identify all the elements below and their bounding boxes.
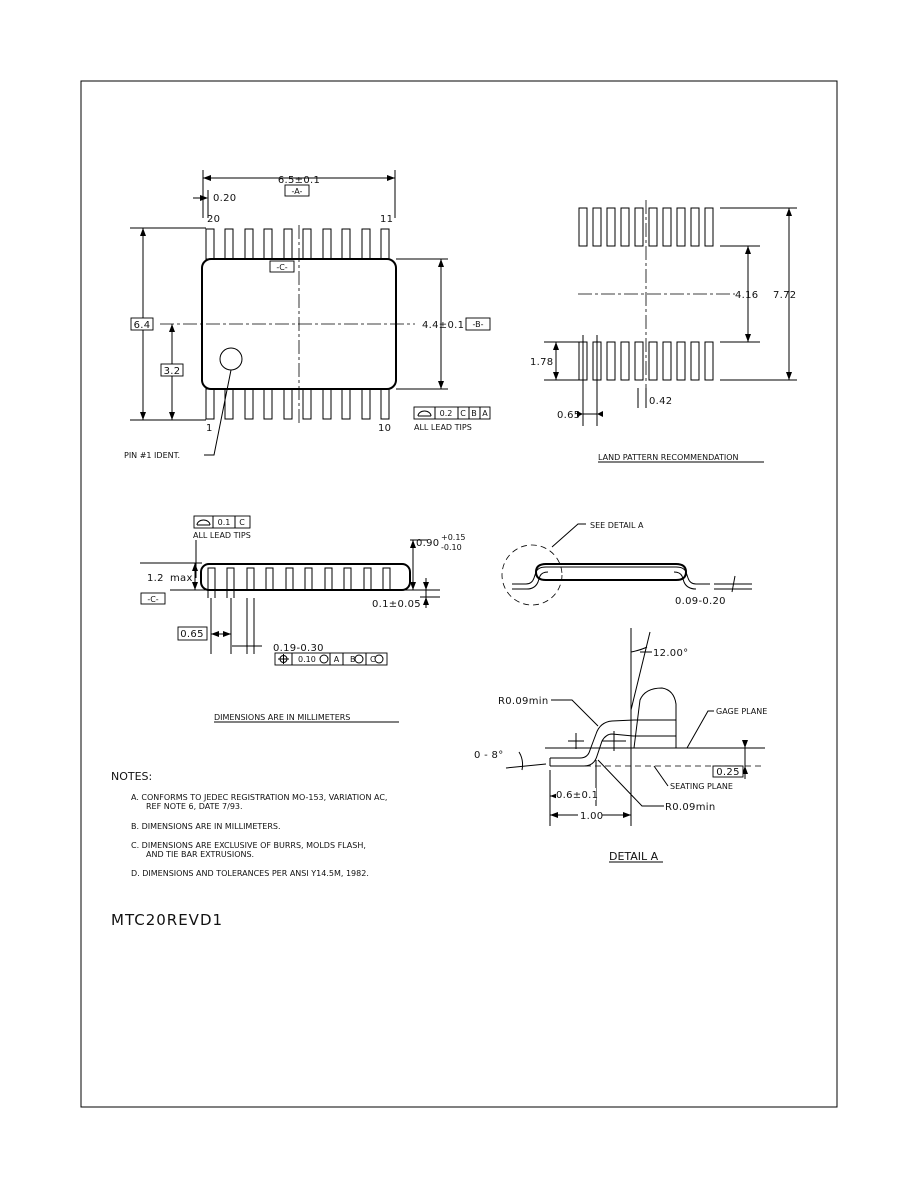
drawing-frame bbox=[80, 80, 838, 1108]
fcf-cell-1: 0.2 bbox=[440, 409, 453, 418]
gage-height-label: 0.25 bbox=[716, 767, 739, 778]
side-fcf-cell-2: C bbox=[239, 518, 245, 527]
standoff-base-label: 0.90 bbox=[416, 538, 439, 549]
side-fcf-cell-1: 0.1 bbox=[218, 518, 231, 527]
datum-c-label: -C- bbox=[276, 263, 287, 272]
drawing-number: MTC20REVD1 bbox=[111, 911, 223, 929]
land-pattern-title: LAND PATTERN RECOMMENDATION bbox=[598, 453, 738, 462]
pin1-offset-label: 0.20 bbox=[213, 193, 236, 204]
pos-fcf-cell-4: C bbox=[370, 655, 376, 664]
profile-view: SEE DETAIL A 0.09-0.20 bbox=[501, 521, 752, 607]
notes-block: NOTES: A. CONFORMS TO JEDEC REGISTRATION… bbox=[111, 770, 387, 878]
width-dim-label: 6.5±0.1 bbox=[278, 175, 320, 186]
height-6-4-label: 6.4 bbox=[134, 320, 151, 331]
foot-length-label: 0.6±0.1 bbox=[556, 790, 598, 801]
pos-fcf-cell-2: A bbox=[334, 655, 340, 664]
top-view: 6.5±0.1 -A- 0.20 20 11 bbox=[124, 170, 491, 460]
fcf-cell-2: C bbox=[460, 409, 466, 418]
lead-thickness-label: 0.09-0.20 bbox=[675, 596, 726, 607]
side-view: 0.1 C ALL LEAD TIPS 1.2 max -C- bbox=[140, 515, 466, 666]
dimensions-note: DIMENSIONS ARE IN MILLIMETERS bbox=[214, 713, 350, 722]
pin1-ident-dot bbox=[219, 347, 243, 371]
pin-11-label: 11 bbox=[380, 214, 393, 225]
land-pattern: 4.16 7.72 1.78 0.65 0.42 LAND PATTERN RE… bbox=[530, 200, 797, 463]
land-4-16-label: 4.16 bbox=[735, 290, 758, 301]
pin-20-label: 20 bbox=[207, 214, 220, 225]
note-line-2: REF NOTE 6, DATE 7/93. bbox=[146, 802, 243, 811]
gage-plane-label: GAGE PLANE bbox=[716, 707, 767, 716]
max-word-label: max bbox=[170, 573, 193, 584]
detail-a: 12.00° R0.09min GAGE PLANE 0 - 8° 0.2 bbox=[474, 628, 767, 863]
pin-10-label: 10 bbox=[378, 423, 391, 434]
fcf-cell-3: B bbox=[471, 409, 477, 418]
notes-title: NOTES: bbox=[111, 770, 152, 783]
standoff-minus-label: -0.10 bbox=[441, 543, 462, 552]
note-line-1: A. CONFORMS TO JEDEC REGISTRATION MO-153… bbox=[131, 793, 387, 802]
angle-label: 12.00° bbox=[653, 648, 688, 659]
pin1-ident-label: PIN #1 IDENT. bbox=[124, 451, 180, 460]
position-fcf: 0.10 A B C bbox=[274, 652, 388, 666]
lead-width-label: 0.19-0.30 bbox=[273, 643, 324, 654]
fcf-cell-4: A bbox=[482, 409, 488, 418]
all-lead-tips-label: ALL LEAD TIPS bbox=[414, 423, 472, 432]
note-line-5: AND TIE BAR EXTRUSIONS. bbox=[146, 850, 254, 859]
side-datum-c-label: -C- bbox=[147, 595, 158, 604]
land-7-72-label: 7.72 bbox=[773, 290, 796, 301]
standoff-plus-label: +0.15 bbox=[441, 533, 466, 542]
pin-1-label: 1 bbox=[206, 423, 213, 434]
land-0-65-label: 0.65 bbox=[557, 410, 580, 421]
clearance-label: 0.1±0.05 bbox=[372, 599, 421, 610]
note-line-6: D. DIMENSIONS AND TOLERANCES PER ANSI Y1… bbox=[131, 869, 369, 878]
pitch-label: 0.65 bbox=[180, 629, 203, 640]
datum-b-label: -B- bbox=[473, 320, 484, 329]
datum-a-label: -A- bbox=[292, 187, 303, 196]
detail-a-title: DETAIL A bbox=[609, 850, 659, 863]
seating-plane-label: SEATING PLANE bbox=[670, 782, 733, 791]
max-height-label: 1.2 bbox=[147, 573, 164, 584]
radius-top-label: R0.09min bbox=[498, 696, 548, 707]
height-3-2-label: 3.2 bbox=[164, 366, 181, 377]
radius-bottom-label: R0.09min bbox=[665, 802, 715, 813]
profile-fcf: 0.2 C B A bbox=[413, 406, 491, 420]
side-all-lead-tips: ALL LEAD TIPS bbox=[193, 531, 251, 540]
note-line-3: B. DIMENSIONS ARE IN MILLIMETERS. bbox=[131, 822, 281, 831]
footprint-label: 1.00 bbox=[580, 811, 603, 822]
body-width-label: 4.4±0.1 bbox=[422, 320, 464, 331]
land-0-42-label: 0.42 bbox=[649, 396, 672, 407]
land-1-78-label: 1.78 bbox=[530, 357, 553, 368]
pos-fcf-cell-3: B bbox=[350, 655, 356, 664]
note-line-4: C. DIMENSIONS ARE EXCLUSIVE OF BURRS, MO… bbox=[131, 841, 366, 850]
pos-fcf-cell-1: 0.10 bbox=[298, 655, 316, 664]
see-detail-label: SEE DETAIL A bbox=[590, 521, 644, 530]
foot-angle-label: 0 - 8° bbox=[474, 750, 504, 761]
